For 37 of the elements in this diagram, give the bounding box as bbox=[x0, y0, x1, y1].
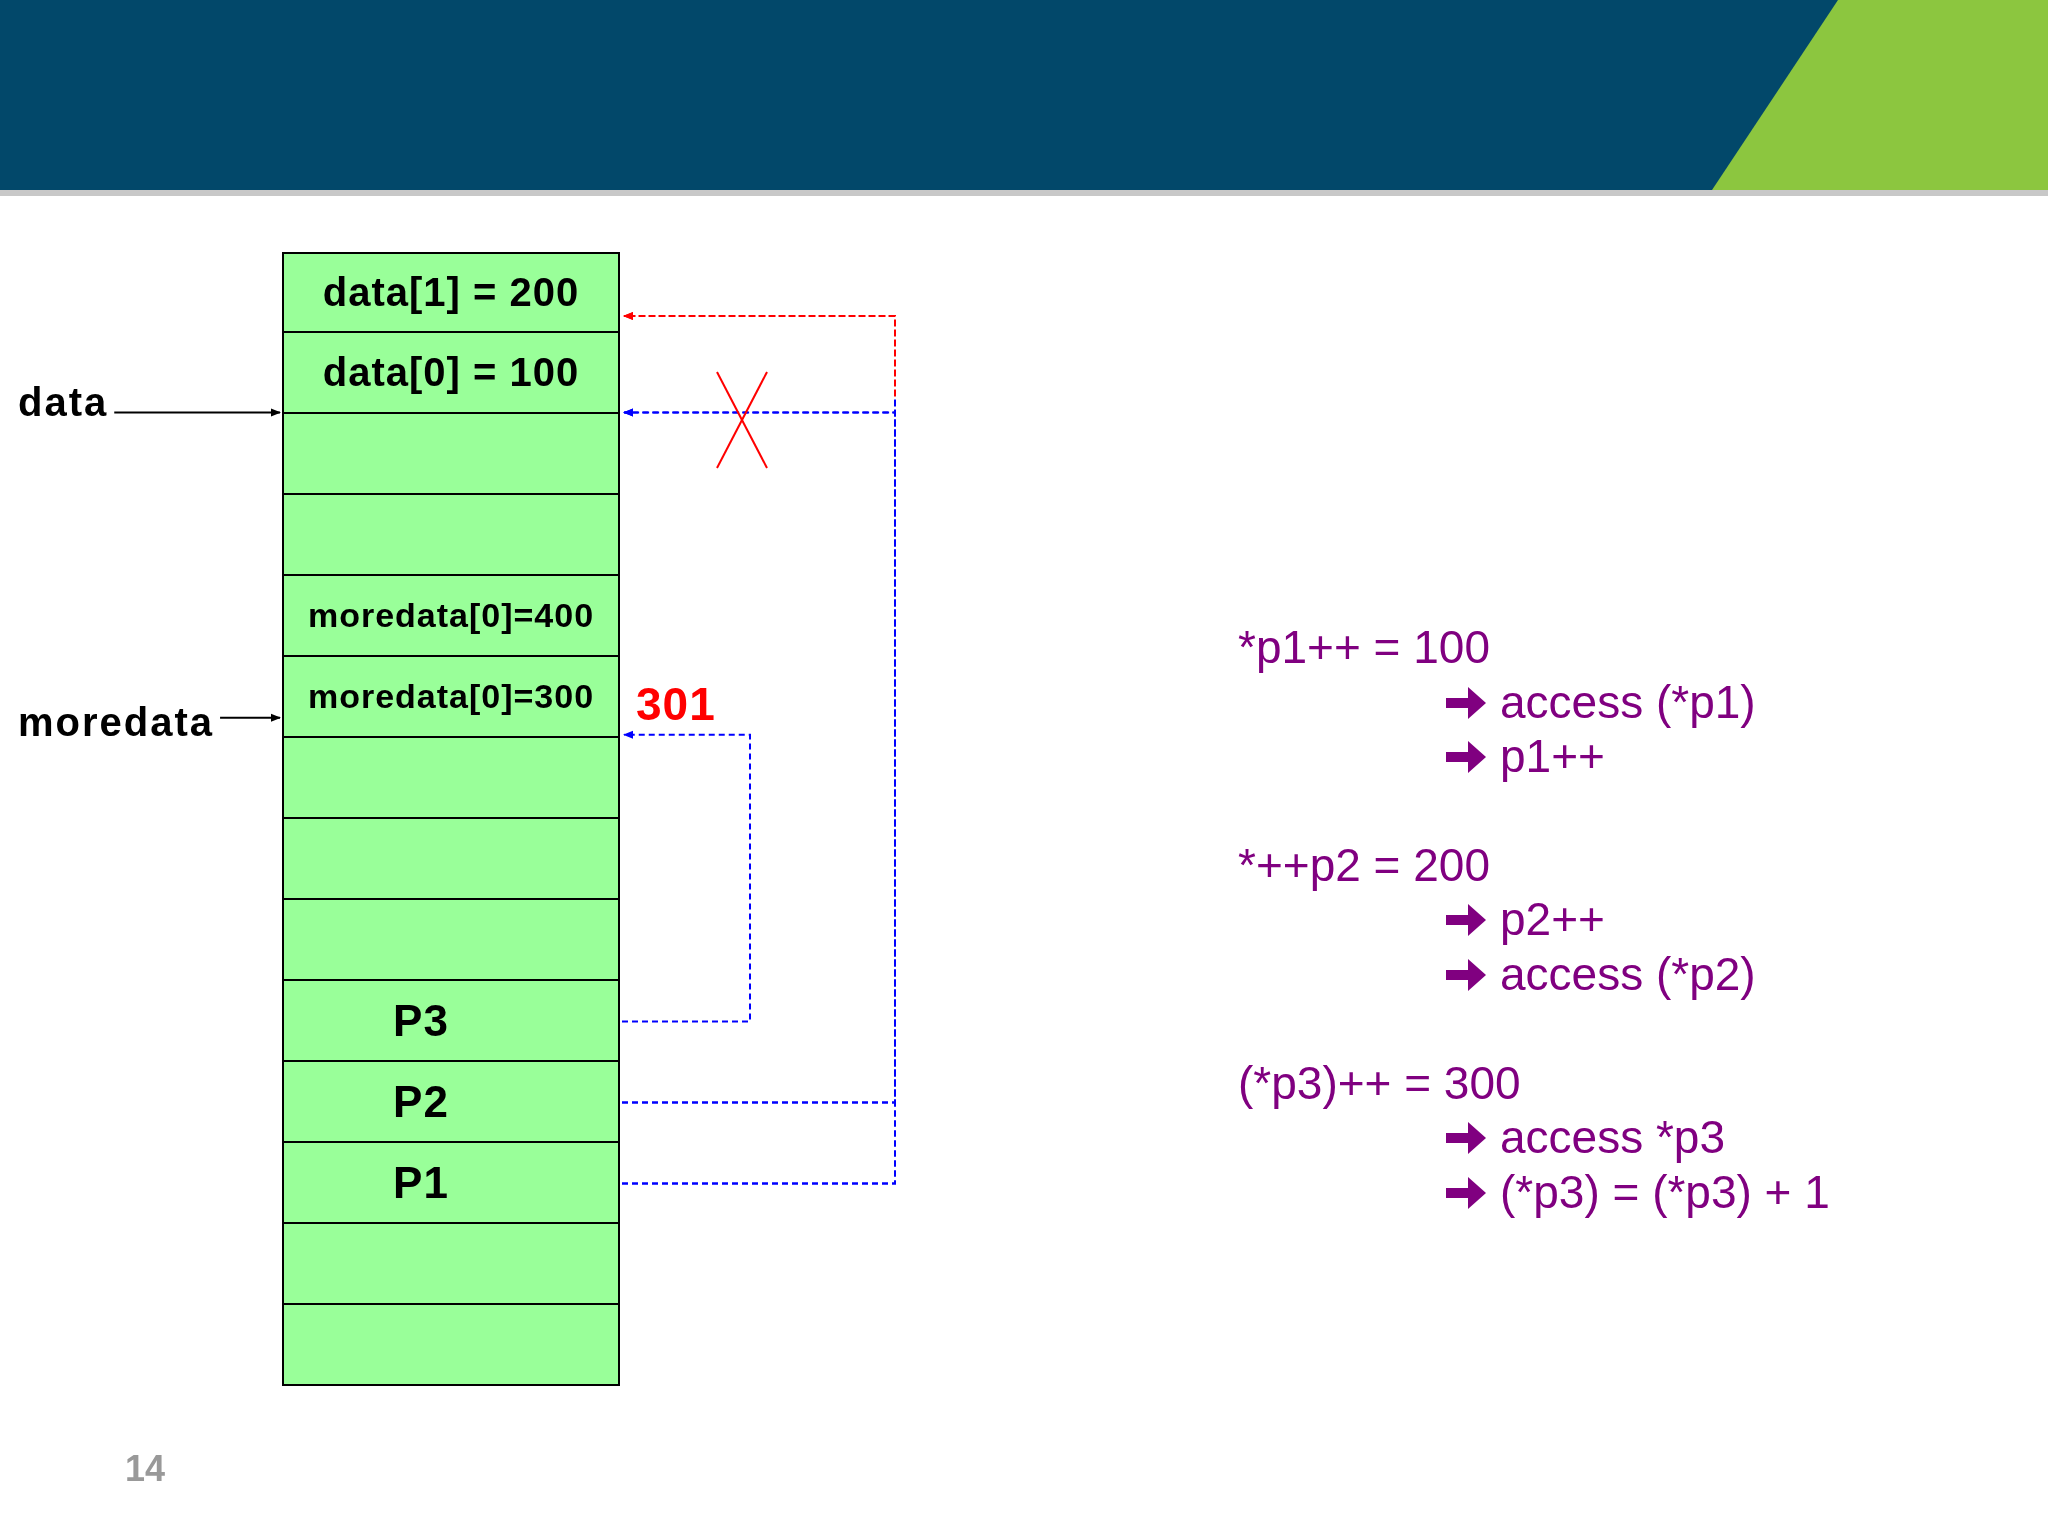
memory-cell bbox=[282, 898, 620, 981]
memory-cell bbox=[282, 1141, 620, 1224]
memory-cell bbox=[282, 817, 620, 900]
memory-cell bbox=[282, 1303, 620, 1386]
memory-cell bbox=[282, 252, 620, 333]
arrow bbox=[219, 713, 281, 722]
dashed-arrow bbox=[621, 730, 751, 1023]
cell-value: moredata[0]=300 bbox=[307, 677, 595, 716]
cell-value: data[1] = 200 bbox=[322, 270, 580, 315]
cell-value: data[0] = 100 bbox=[322, 350, 580, 395]
cell-value: moredata[0]=400 bbox=[307, 596, 595, 635]
memory-cell bbox=[282, 655, 620, 738]
pointer-name: P3 bbox=[393, 995, 449, 1046]
new-value: 301 bbox=[636, 677, 716, 731]
expression-text: *++p2 = 200 bbox=[1238, 838, 1490, 892]
arrow bbox=[113, 408, 281, 417]
step-text: access *p3 bbox=[1500, 1110, 1725, 1164]
memory-cell bbox=[282, 1060, 620, 1143]
page-number: 14 bbox=[125, 1448, 166, 1490]
expression-text: *p1++ = 100 bbox=[1238, 620, 1490, 674]
pointer-name: moredata bbox=[18, 700, 215, 745]
step-text: p1++ bbox=[1500, 729, 1605, 783]
memory-cell bbox=[282, 412, 620, 495]
memory-cell bbox=[282, 331, 620, 414]
step-text: p2++ bbox=[1500, 892, 1605, 946]
pointer-name: P1 bbox=[393, 1157, 449, 1208]
memory-cell bbox=[282, 979, 620, 1062]
step-text: (*p3) = (*p3) + 1 bbox=[1500, 1165, 1830, 1219]
memory-cell bbox=[282, 493, 620, 576]
expression-text: (*p3)++ = 300 bbox=[1238, 1056, 1521, 1110]
memory-cell bbox=[282, 736, 620, 819]
pointer-name: data bbox=[18, 380, 109, 425]
pointer-name: P2 bbox=[393, 1076, 449, 1127]
memory-cell bbox=[282, 1222, 620, 1305]
memory-cell bbox=[282, 574, 620, 657]
step-text: access (*p1) bbox=[1500, 675, 1756, 729]
step-text: access (*p2) bbox=[1500, 947, 1756, 1001]
